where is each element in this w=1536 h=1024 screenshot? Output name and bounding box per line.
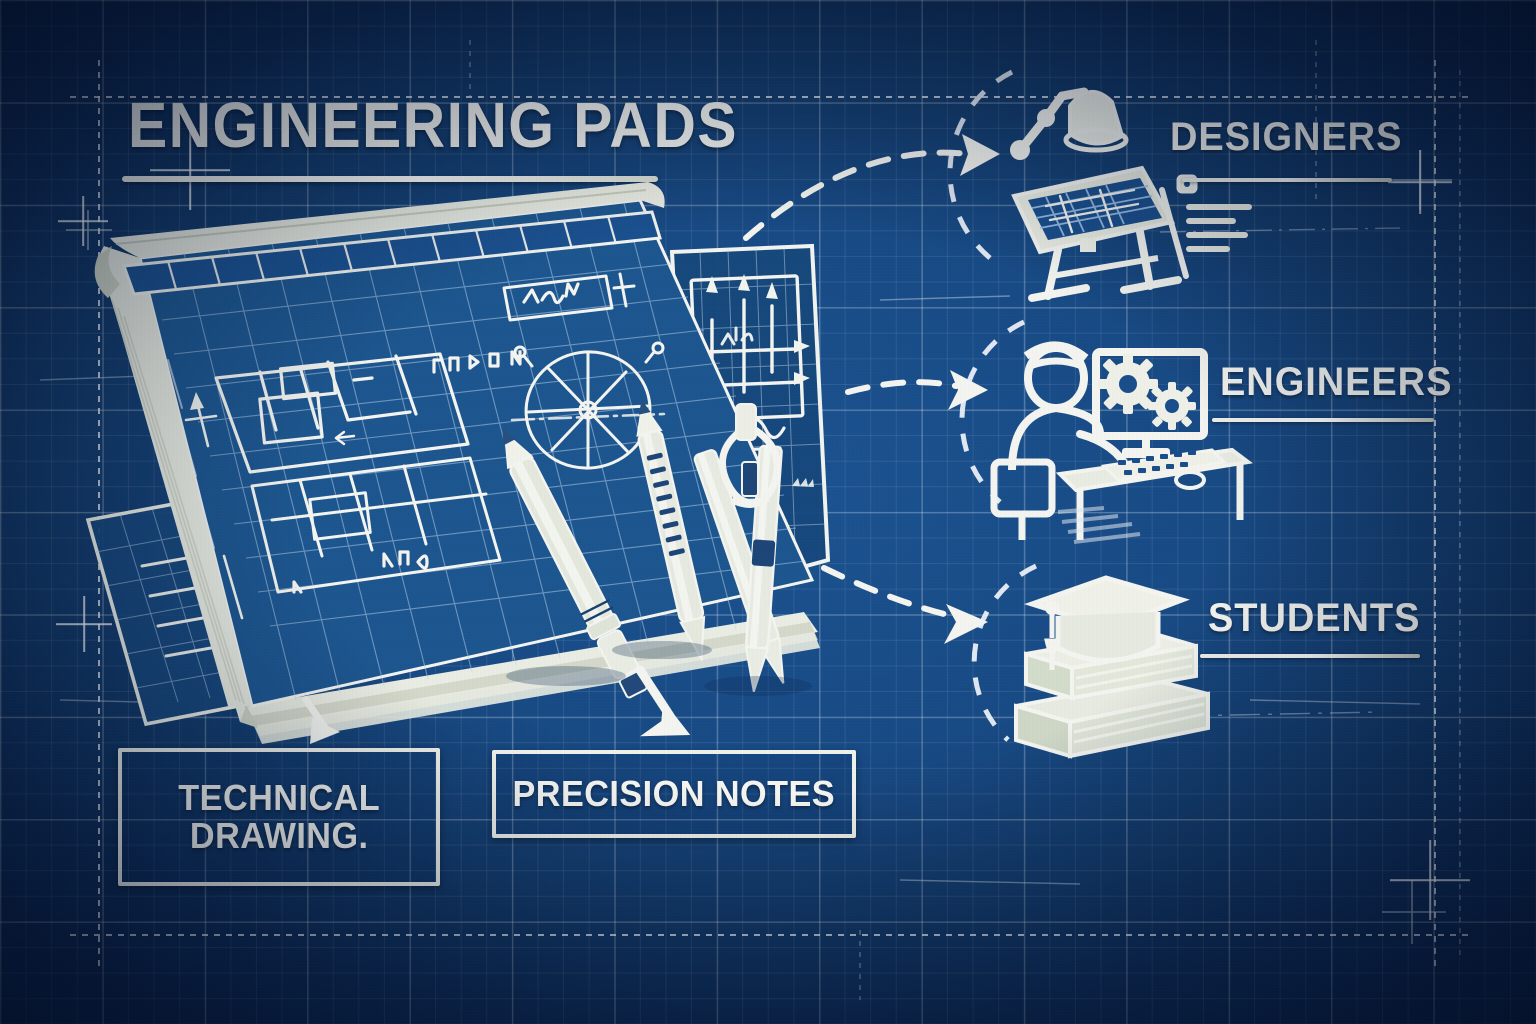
graduation-cap-books-icon — [1014, 575, 1210, 759]
audience-label-students: STUDENTS — [1208, 596, 1421, 640]
audience-underline-engineers — [1212, 418, 1434, 422]
audience-underline-students — [1200, 654, 1420, 658]
tag-technical-drawing: TECHNICAL DRAWING. — [118, 748, 440, 886]
tag-precision-notes-label: PRECISION NOTES — [512, 772, 836, 814]
tag-precision-notes: PRECISION NOTES — [492, 750, 856, 838]
engineer-at-computer-icon — [990, 341, 1253, 544]
tag-technical-drawing-line1: TECHNICAL — [178, 776, 380, 818]
arc-designers — [947, 69, 1014, 260]
audience-label-designers: DESIGNERS — [1170, 115, 1403, 159]
tag-technical-drawing-line2: DRAWING. — [189, 815, 369, 856]
audience-label-engineers: ENGINEERS — [1220, 360, 1453, 404]
audience-underline-designers — [1182, 178, 1392, 182]
